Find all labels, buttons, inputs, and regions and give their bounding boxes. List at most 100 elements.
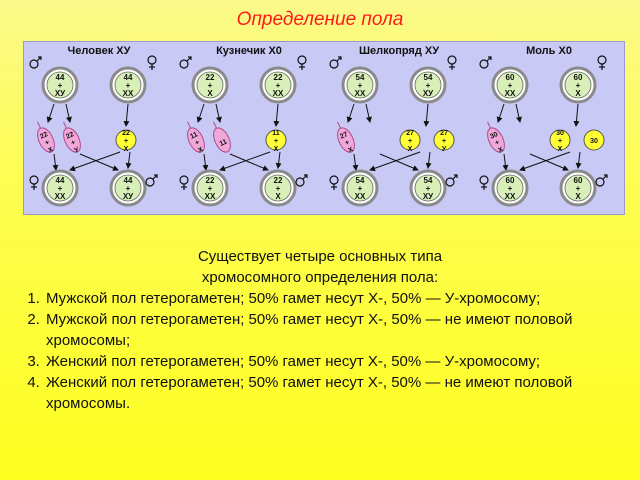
arrow-icon [52, 153, 59, 171]
column-title-2: Кузнечик Х0 [216, 45, 282, 57]
gamete-1-3: 27+Х [337, 121, 356, 155]
arrow-icon [369, 151, 421, 172]
arrow-icon [575, 151, 582, 169]
arrow-icon [215, 103, 222, 123]
intro-line-2: хромосомного определения пола: [201, 269, 439, 286]
column-title-1: Человек ХУ [68, 45, 131, 57]
arrow-icon [379, 153, 419, 171]
parent-cell-left-2-label: 22+Х [206, 73, 215, 98]
description: Существует четыре основных типа хромосом… [0, 246, 640, 414]
arrow-icon [123, 103, 130, 127]
offspring-cell-right-3: 54+ХУ [409, 169, 447, 207]
offspring-cell-right-2-label: 22+Х [274, 176, 283, 201]
arrow-icon [65, 103, 72, 123]
gamete-2-4: 30+Х [549, 129, 571, 153]
gamete-2-4-label: 30+Х [556, 130, 564, 153]
female-symbol-icon [479, 175, 489, 190]
parent-cell-right-2-label: 22+ХХ [273, 73, 284, 98]
arrow-icon [519, 151, 571, 172]
offspring-cell-left-2-label: 22+ХХ [205, 176, 216, 201]
gamete-3-2: 11+Х [265, 129, 287, 153]
parent-cell-left-1-label: 44+ХУ [55, 73, 66, 98]
gamete-2-3: 27+Х [399, 129, 421, 153]
diagram-canvas: Человек ХУ 44+ХУ 44+ХХ 22+Х 22+У 22+Х 44+ХХ 44+… [29, 45, 608, 207]
arrow-icon [496, 103, 505, 123]
parent-cell-left-4: 60+ХХ [491, 66, 529, 104]
male-symbol-icon [445, 174, 458, 187]
types-list: Мужской пол гетерогаметен; 50% гамет нес… [0, 288, 592, 414]
offspring-cell-right-2: 22+Х [259, 169, 297, 207]
offspring-cell-left-1-label: 44+ХХ [55, 176, 66, 201]
gamete-1-4: 30+Х [487, 121, 506, 155]
female-symbol-icon [447, 55, 457, 70]
female-symbol-icon [297, 55, 307, 70]
gamete-3-4: 30 [583, 129, 605, 151]
parent-cell-right-2: 22+ХХ [259, 66, 297, 104]
arrow-icon [529, 153, 569, 171]
parent-cell-right-1: 44+ХХ [109, 66, 147, 104]
intro-line-1: Существует четыре основных типа [197, 248, 443, 265]
parent-cell-left-3-label: 54+ХХ [355, 73, 366, 98]
arrow-icon [125, 151, 132, 169]
gamete-3-2-label: 11+Х [272, 130, 280, 153]
gamete-2-1-label: 22+У [65, 131, 82, 155]
arrow-icon [346, 103, 355, 123]
gamete-2-1: 22+У [63, 121, 82, 155]
arrow-icon [502, 153, 509, 171]
female-symbol-icon [597, 55, 607, 70]
parent-cell-right-3: 54+ХУ [409, 66, 447, 104]
list-item-1: Мужской пол гетерогаметен; 50% гамет нес… [44, 288, 592, 309]
arrow-icon [219, 151, 271, 172]
parent-cell-right-3-label: 54+ХУ [423, 73, 434, 98]
parent-cell-left-1: 44+ХУ [41, 66, 79, 104]
arrow-icon [79, 153, 119, 171]
arrow-icon [196, 103, 205, 123]
offspring-cell-left-4-label: 60+ХХ [505, 176, 516, 201]
female-symbol-icon [147, 55, 157, 70]
offspring-cell-right-3-label: 54+ХУ [423, 176, 434, 201]
offspring-cell-left-1: 44+ХХ [41, 169, 79, 207]
gamete-2-2: 11 [213, 121, 231, 153]
arrow-icon [515, 103, 522, 123]
arrow-icon [573, 103, 580, 127]
parent-cell-left-3: 54+ХХ [341, 66, 379, 104]
list-item-4: Женский пол гетерогаметен; 50% гамет нес… [44, 372, 592, 414]
gamete-3-3-label: 27+У [440, 130, 448, 153]
gamete-1-4-label: 30+Х [489, 131, 506, 155]
column-title-4: Моль Х0 [526, 45, 572, 57]
male-symbol-icon [295, 174, 308, 187]
offspring-cell-left-2: 22+ХХ [191, 169, 229, 207]
gamete-1-1: 22+Х [37, 121, 56, 155]
female-symbol-icon [29, 175, 39, 190]
arrow-icon [365, 103, 372, 123]
arrow-icon [69, 151, 121, 172]
parent-cell-right-1-label: 44+ХХ [123, 73, 134, 98]
arrow-icon [425, 151, 432, 169]
arrow-icon [423, 103, 430, 127]
gamete-2-3-label: 27+Х [406, 130, 414, 153]
offspring-cell-right-1: 44+ХУ [109, 169, 147, 207]
arrow-icon [273, 103, 280, 127]
male-symbol-icon [329, 56, 342, 69]
parent-cell-right-4-label: 60+Х [574, 73, 583, 98]
offspring-cell-right-1-label: 44+ХУ [123, 176, 134, 201]
list-item-3: Женский пол гетерогаметен; 50% гамет нес… [44, 351, 592, 372]
male-symbol-icon [479, 56, 492, 69]
offspring-cell-left-3-label: 54+ХХ [355, 176, 366, 201]
gamete-1-3-label: 27+Х [339, 131, 356, 155]
arrow-icon [46, 103, 55, 123]
male-symbol-icon [179, 56, 192, 69]
male-symbol-icon [595, 174, 608, 187]
parent-cell-left-2: 22+Х [191, 66, 229, 104]
gamete-1-1-label: 22+Х [39, 131, 56, 155]
arrow-icon [275, 151, 282, 169]
gamete-1-2-label: 11+Х [189, 131, 206, 155]
sex-determination-diagram: Человек ХУ 44+ХУ 44+ХХ 22+Х 22+У 22+Х 44+ХХ 44+… [23, 41, 625, 215]
male-symbol-icon [145, 174, 158, 187]
gamete-3-1: 22+Х [115, 129, 137, 153]
gamete-2-2-label: 11 [219, 138, 229, 148]
male-symbol-icon [29, 56, 42, 69]
parent-cell-left-4-label: 60+ХХ [505, 73, 516, 98]
offspring-cell-left-3: 54+ХХ [341, 169, 379, 207]
female-symbol-icon [329, 175, 339, 190]
